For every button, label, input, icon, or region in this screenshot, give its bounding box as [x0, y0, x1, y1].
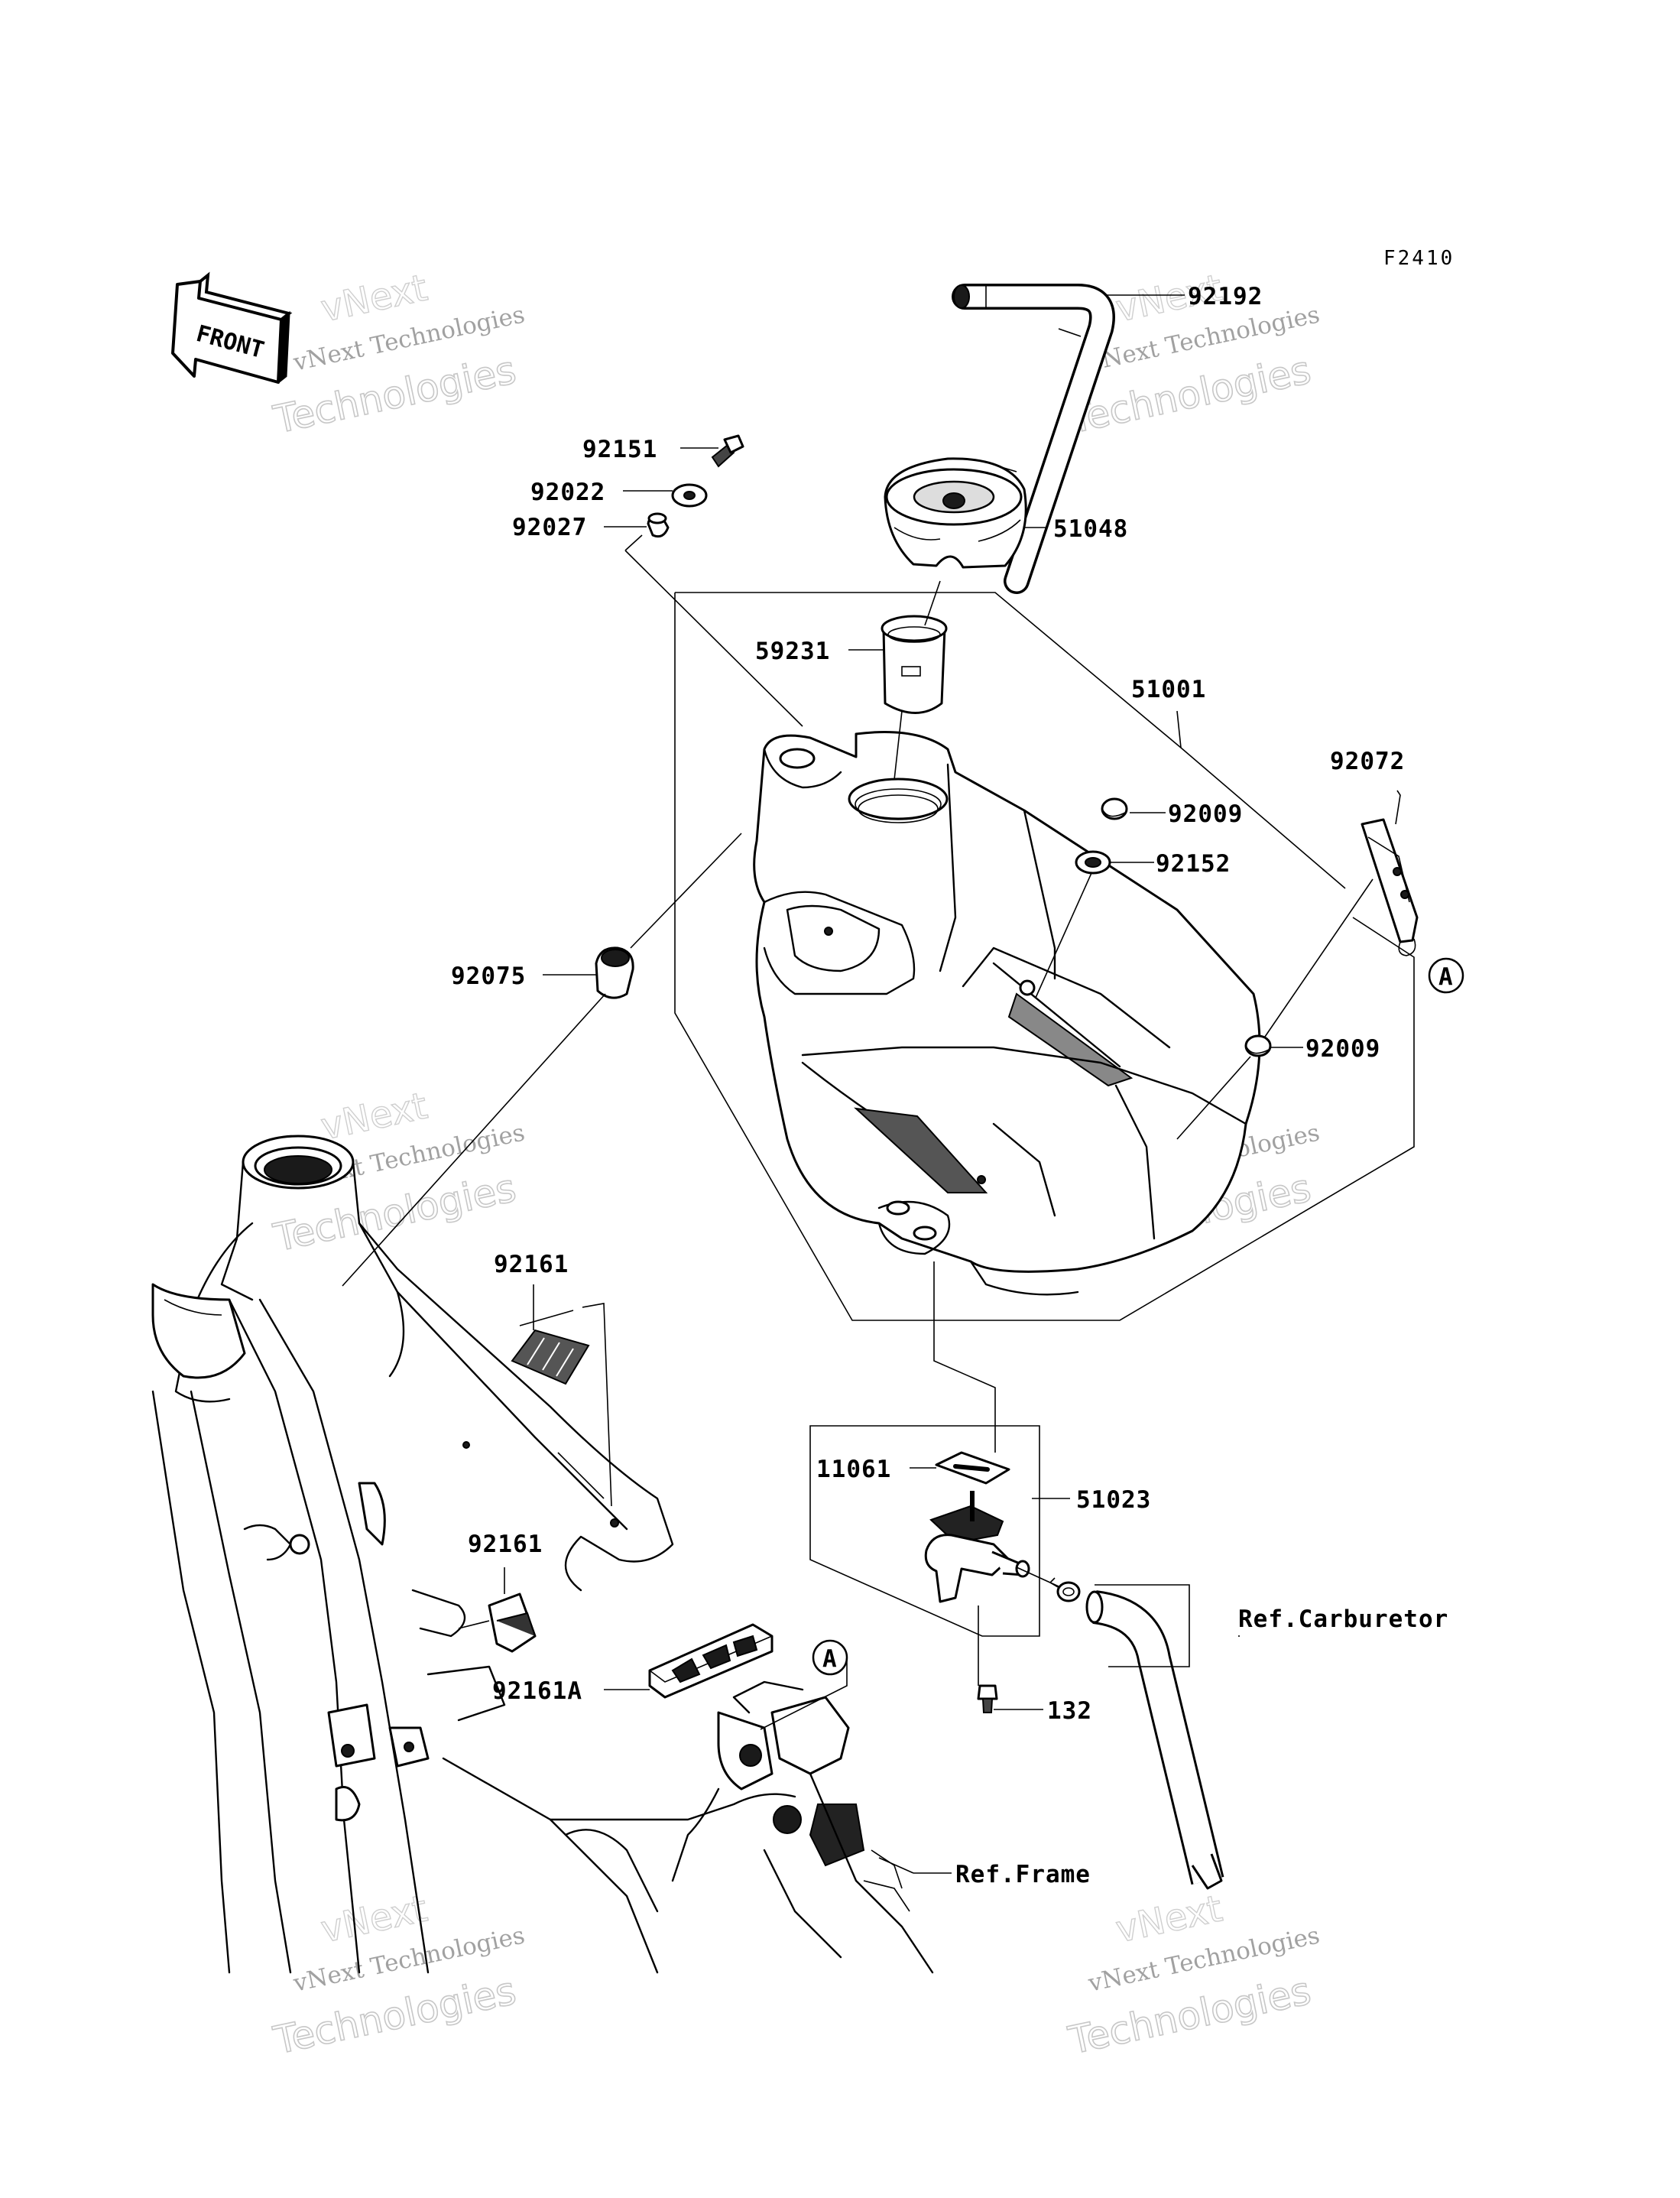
- marker-a-frame: A: [812, 1639, 848, 1676]
- callout-92009-top: 92009: [1168, 800, 1243, 828]
- watermark: vNext vNext Technologies Technologies: [1064, 1887, 1322, 2064]
- watermark-line1: vNext: [1112, 1887, 1226, 1951]
- marker-a-band: A: [1428, 957, 1464, 994]
- band-92072: [1361, 818, 1419, 956]
- bolt-92151: [711, 434, 744, 468]
- fuel-tank: [753, 731, 1261, 1296]
- callout-92027: 92027: [512, 514, 587, 541]
- callout-92161-upper: 92161: [494, 1251, 569, 1278]
- gasket-11061: [935, 1451, 1010, 1485]
- damper-92075: [595, 946, 634, 999]
- screw-132: [977, 1684, 998, 1713]
- callout-92152: 92152: [1156, 850, 1231, 878]
- pad-92161a: [511, 1329, 590, 1385]
- callout-92022: 92022: [530, 479, 605, 506]
- breather-hose: [952, 284, 1115, 594]
- fuel-cap: [884, 457, 1027, 569]
- pad-92161A: [648, 1623, 774, 1699]
- watermark: vNext vNext Technologies Technologies: [269, 266, 527, 443]
- callout-51048: 51048: [1053, 515, 1128, 543]
- callout-92072: 92072: [1330, 748, 1405, 775]
- callout-59231: 59231: [755, 638, 830, 665]
- callout-92009-bottom: 92009: [1305, 1035, 1380, 1063]
- callout-92161A: 92161A: [492, 1677, 582, 1705]
- callout-labels: 92192 92151 92022 92027 51048 59231 5100…: [451, 283, 1448, 1888]
- marker-a-label: A: [822, 1645, 838, 1673]
- callout-92075: 92075: [451, 963, 526, 990]
- leader-lines: [342, 294, 1415, 1874]
- clamp: [1049, 1577, 1081, 1602]
- fuel-hose: [1085, 1590, 1224, 1890]
- fuel-filter: [881, 615, 948, 714]
- callout-51023: 51023: [1076, 1486, 1151, 1514]
- watermark-line1: vNext: [317, 1887, 431, 1951]
- grommet-92152: [1075, 850, 1111, 875]
- grommet-92009a: [1101, 797, 1128, 820]
- front-arrow-icon: FRONT: [171, 271, 293, 384]
- callout-ref-carburetor: Ref.Carburetor: [1238, 1605, 1448, 1633]
- callout-51001: 51001: [1131, 676, 1206, 703]
- pad-92161b: [488, 1592, 537, 1653]
- watermark-line1: vNext: [317, 1084, 431, 1148]
- callout-132: 132: [1047, 1697, 1092, 1725]
- watermark-line1: vNext: [317, 266, 431, 330]
- callout-ref-frame: Ref.Frame: [955, 1861, 1091, 1888]
- marker-a-label: A: [1438, 963, 1454, 991]
- figure-code: F2410: [1383, 247, 1455, 270]
- fuel-petcock: [924, 1491, 1030, 1603]
- frame: [151, 1135, 934, 1974]
- callout-11061: 11061: [816, 1456, 891, 1483]
- grommet-92009b: [1244, 1034, 1272, 1057]
- watermark: vNext vNext Technologies Technologies: [269, 1887, 527, 2064]
- collar-92022: [671, 483, 708, 508]
- callout-92151: 92151: [582, 436, 657, 463]
- callout-92161-lower: 92161: [468, 1531, 543, 1558]
- callout-92192: 92192: [1188, 283, 1263, 310]
- collar-92027: [647, 512, 670, 538]
